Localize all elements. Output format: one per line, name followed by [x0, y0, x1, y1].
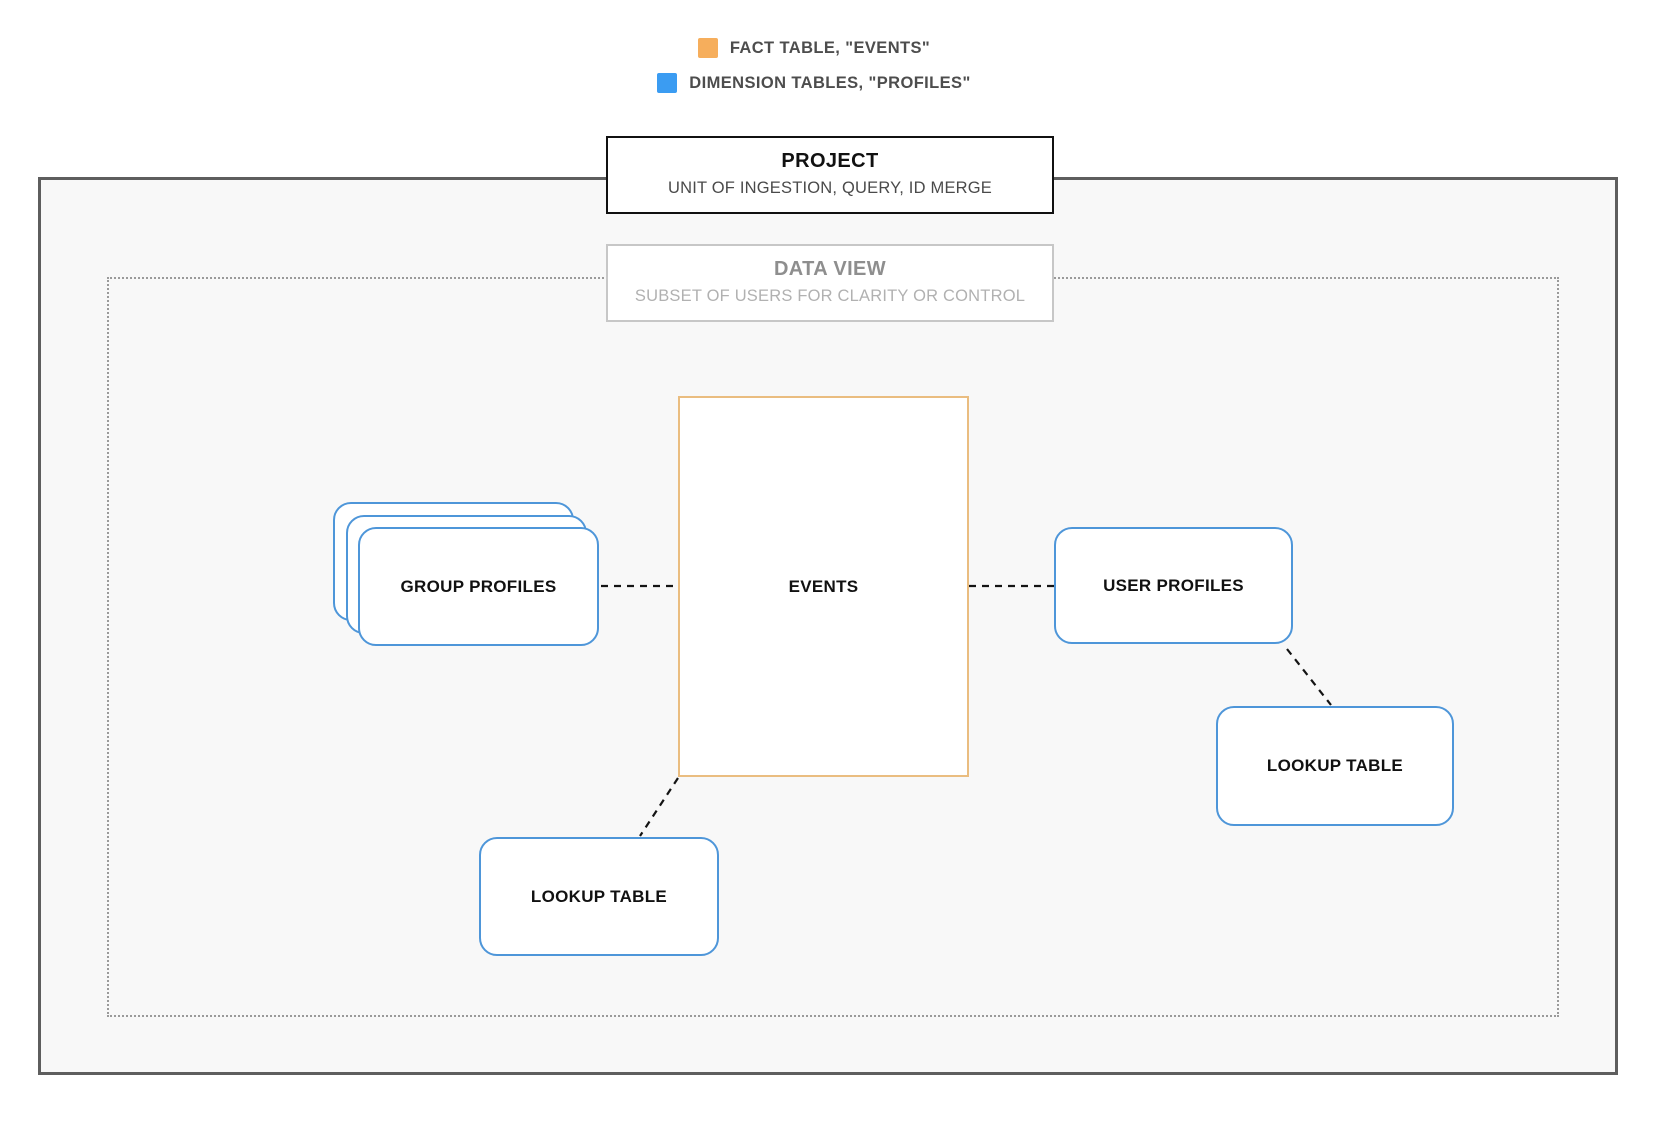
node-events-label: EVENTS — [788, 576, 859, 596]
dimension-tables-swatch-icon — [657, 73, 678, 93]
connector-events-lookup-table — [639, 777, 679, 837]
legend-label-fact-table: FACT TABLE, "EVENTS" — [729, 38, 931, 57]
node-user-profiles: USER PROFILES — [1054, 527, 1293, 644]
node-events: EVENTS — [678, 396, 969, 777]
node-group-profiles-label: GROUP PROFILES — [400, 576, 557, 596]
project-label-box: PROJECT UNIT OF INGESTION, QUERY, ID MER… — [606, 136, 1054, 214]
node-lookup-table-bottom-label: LOOKUP TABLE — [530, 886, 668, 906]
node-lookup-table-right-label: LOOKUP TABLE — [1266, 756, 1404, 775]
project-title: PROJECT — [781, 150, 879, 172]
legend-item-fact-table: FACT TABLE, "EVENTS" — [697, 38, 931, 58]
node-lookup-table-right: LOOKUP TABLE — [1216, 706, 1454, 826]
data-view-label-box: DATA VIEW SUBSET OF USERS FOR CLARITY OR… — [606, 244, 1054, 322]
project-subtitle: UNIT OF INGESTION, QUERY, ID MERGE — [667, 179, 992, 197]
group-profiles-card-front: GROUP PROFILES — [358, 527, 599, 646]
data-view-subtitle: SUBSET OF USERS FOR CLARITY OR CONTROL — [634, 287, 1026, 305]
node-user-profiles-label: USER PROFILES — [1103, 575, 1244, 595]
legend: FACT TABLE, "EVENTS" DIMENSION TABLES, "… — [0, 38, 1628, 93]
data-view-title: DATA VIEW — [773, 258, 887, 280]
node-lookup-table-bottom: LOOKUP TABLE — [479, 837, 719, 956]
node-group-profiles: GROUP PROFILES — [333, 502, 599, 646]
fact-table-swatch-icon — [697, 38, 718, 58]
legend-item-dimension-tables: DIMENSION TABLES, "PROFILES" — [657, 73, 970, 93]
connector-user-profiles-lookup-table — [1286, 648, 1332, 706]
legend-label-dimension-tables: DIMENSION TABLES, "PROFILES" — [689, 73, 971, 92]
